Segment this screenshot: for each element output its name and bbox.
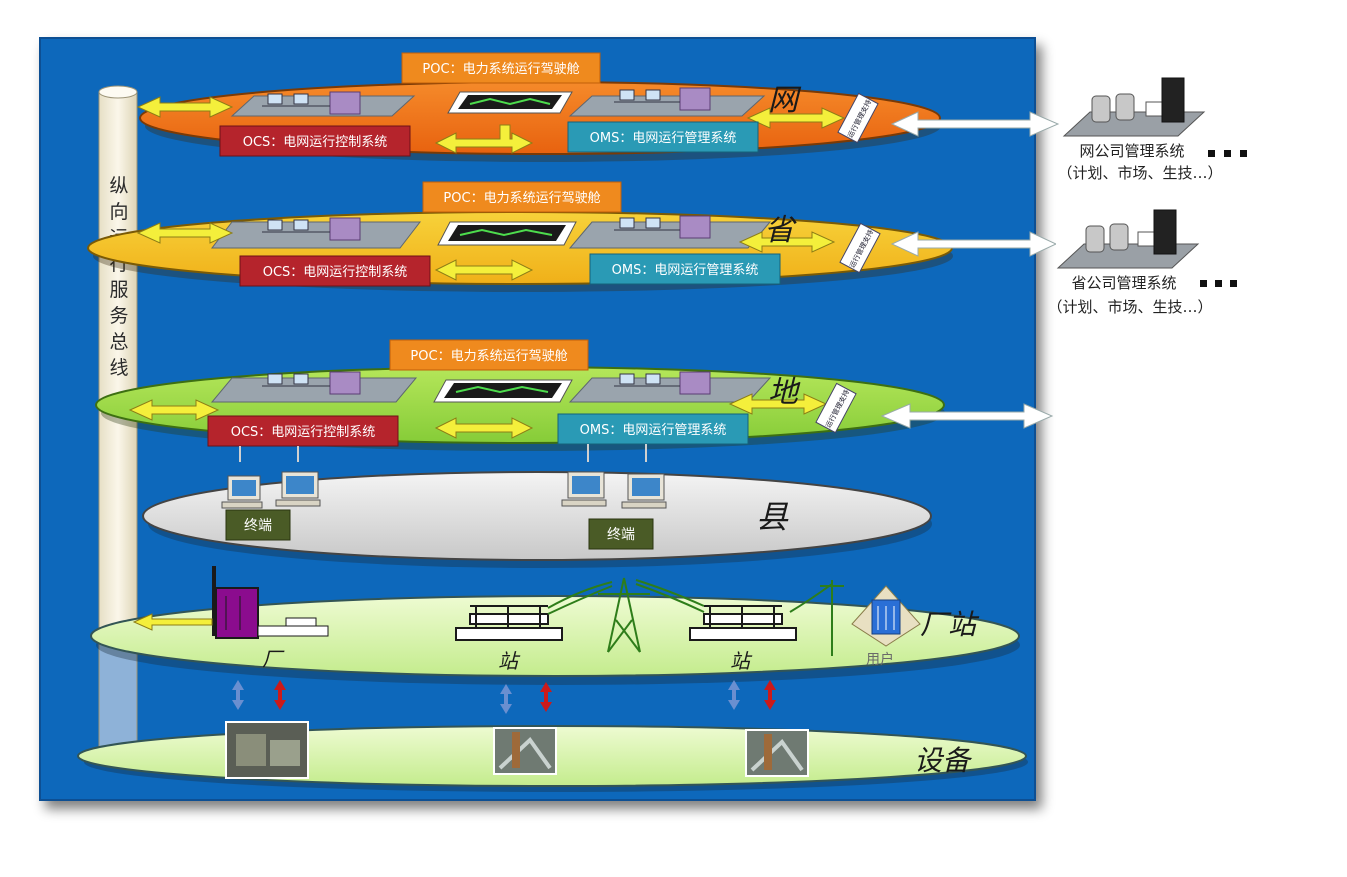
ocs-label: OCS：电网运行控制系统: [263, 265, 408, 280]
layer-di: 地 运行管理支持 POC：电力系统运行驾驶舱 OCS：电网运行控制系统 OMS：…: [95, 339, 945, 451]
generator-photo: [225, 721, 309, 779]
oms-workstation-platform: [568, 221, 772, 249]
bus-label-char: 总: [109, 331, 128, 353]
poc-label-box: [389, 339, 589, 371]
power-plant-icon: [212, 566, 329, 639]
server-icon: [1085, 209, 1177, 255]
external-system-name: 省公司管理系统: [1071, 274, 1176, 292]
external-system-name: 网公司管理系统: [1079, 142, 1184, 160]
oms-label: OMS：电网运行管理系统: [612, 263, 759, 278]
layer-plant-station: 用户 厂 站 站 厂站: [90, 566, 1020, 685]
poc-label-box: [422, 181, 622, 213]
oms-workstation-icon: [614, 215, 711, 239]
bus-label-char: 向: [109, 201, 128, 223]
external-system-sub: （计划、市场、生技…）: [1057, 164, 1222, 182]
data-flow-arrow: [136, 222, 836, 281]
external-system-sub: （计划、市场、生技…）: [1047, 298, 1212, 316]
user-label: 用户: [866, 651, 894, 668]
user-building-icon: [851, 585, 921, 647]
oms-workstation-icon: [614, 371, 711, 395]
level-char: 厂站: [920, 608, 980, 641]
layer-sheng: 省 运行管理支持 POC：电力系统运行驾驶舱 OCS：电网运行控制系统 OMS：…: [87, 181, 953, 292]
terminal-label: 终端: [607, 527, 635, 543]
poc-label: POC：电力系统运行驾驶舱: [443, 191, 600, 206]
terminal-label: 终端: [244, 518, 272, 534]
bus-label-char: 务: [109, 305, 128, 327]
oms-label: OMS：电网运行管理系统: [590, 131, 737, 146]
external-system-wang: 网公司管理系统 （计划、市场、生技…）: [1057, 77, 1247, 182]
terminal-computer-icon: [221, 471, 321, 509]
level-char: 省: [764, 213, 797, 248]
terminal-computer-icon: [561, 471, 667, 509]
ocs-workstation-platform: [210, 221, 422, 249]
terminal-box: [225, 509, 291, 541]
poc-dashboard-screen: [447, 91, 573, 114]
data-flow-arrow: [136, 96, 846, 154]
ocs-workstation-icon: [262, 217, 361, 241]
substation-icon: [455, 605, 563, 641]
poc-label-box: [401, 52, 601, 84]
external-system-sheng: 省公司管理系统 （计划、市场、生技…）: [1047, 209, 1237, 316]
vertical-link-arrows: [232, 680, 776, 714]
connector-lines: [239, 444, 647, 462]
terminal-box: [588, 518, 654, 550]
bus-label-char: 服: [109, 279, 128, 301]
layer-xian: 终端 终端 县: [142, 471, 932, 568]
ellipsis-dots: [1208, 150, 1247, 157]
layer-device: 设备: [77, 721, 1028, 792]
transmission-tower-icon: [547, 577, 844, 656]
bus-label-char: 线: [109, 357, 128, 379]
layer-wang: 网 运行管理支持 POC：电力系统运行驾驶舱 OCS：电网运行控制系统 OMS：…: [136, 52, 941, 162]
data-flow-arrow: [132, 613, 213, 631]
equipment-photo: [493, 727, 557, 775]
substation-icon: [689, 605, 797, 641]
ocs-label-box: [239, 255, 431, 287]
ocs-label-box: [219, 125, 411, 157]
oms-label-box: [557, 413, 749, 445]
poc-label: POC：电力系统运行驾驶舱: [422, 62, 579, 77]
level-char: 地: [768, 375, 801, 410]
oms-workstation-icon: [614, 87, 711, 111]
poc-label: POC：电力系统运行驾驶舱: [410, 349, 567, 364]
ocs-label-box: [207, 415, 399, 447]
ocs-workstation-platform: [210, 377, 418, 403]
ocs-label: OCS：电网运行控制系统: [231, 425, 376, 440]
oms-label-box: [567, 121, 759, 153]
oms-label: OMS：电网运行管理系统: [580, 423, 727, 438]
oms-workstation-platform: [568, 95, 766, 117]
ellipsis-dots: [1200, 280, 1237, 287]
poc-dashboard-screen: [437, 221, 577, 246]
ocs-workstation-icon: [262, 371, 361, 395]
poc-dashboard-screen: [433, 379, 573, 403]
server-icon: [1091, 77, 1185, 123]
level-char: 设备: [914, 744, 973, 777]
level-char: 网: [768, 83, 802, 118]
oms-label-box: [589, 253, 781, 285]
plant-label: 厂: [262, 647, 285, 671]
equipment-photo: [745, 729, 809, 777]
ocs-label: OCS：电网运行控制系统: [243, 135, 388, 150]
station-label: 站: [730, 649, 753, 673]
level-char: 县: [756, 498, 789, 536]
oms-workstation-platform: [568, 377, 772, 403]
station-label: 站: [498, 649, 521, 673]
bus-label-char: 纵: [109, 175, 128, 197]
ocs-workstation-icon: [262, 91, 361, 115]
